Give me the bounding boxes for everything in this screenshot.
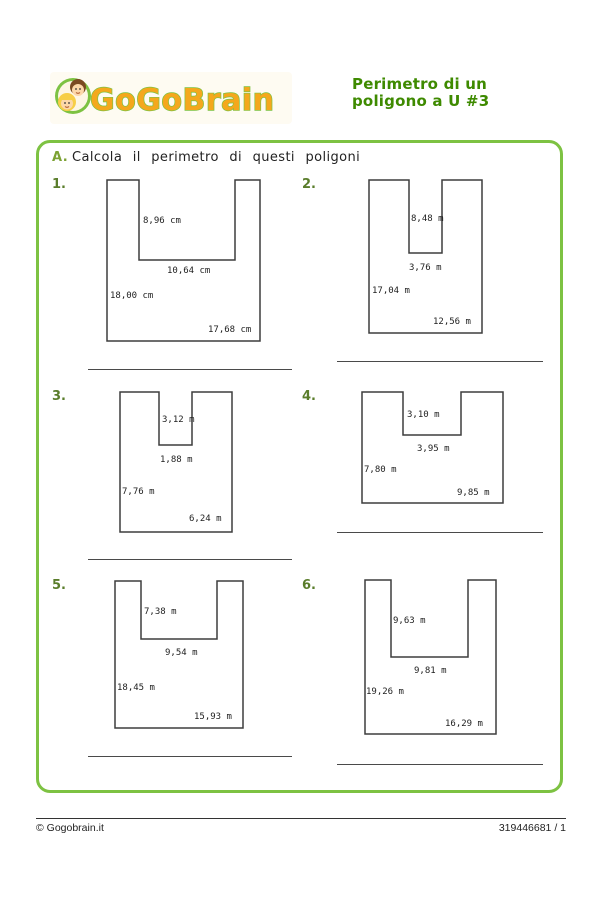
instruction: A.Calcola il perimetro di questi poligon…: [52, 150, 360, 165]
measurement-bottom: 9,85 m: [457, 488, 490, 498]
problem-number: 3.: [52, 389, 66, 404]
measurement-notch-side: 3,10 m: [407, 410, 440, 420]
measurement-bottom: 16,29 m: [445, 719, 483, 729]
measurement-bottom: 15,93 m: [194, 712, 232, 722]
measurement-left-side: 7,80 m: [364, 465, 397, 475]
logo-wordmark: GoGoBrain: [90, 83, 275, 118]
page-reference: 319446681 / 1: [498, 822, 566, 834]
problem-number: 4.: [302, 389, 316, 404]
u-shape-polygon: [119, 391, 233, 533]
measurement-notch-side: 8,48 m: [411, 214, 444, 224]
measurement-notch-bottom: 3,95 m: [417, 444, 450, 454]
measurement-notch-side: 8,96 cm: [143, 216, 181, 226]
measurement-left-side: 18,45 m: [117, 683, 155, 693]
answer-line: [88, 756, 292, 757]
worksheet-title: Perimetro di un poligono a U #3: [352, 76, 489, 110]
problem-number: 1.: [52, 177, 66, 192]
measurement-left-side: 19,26 m: [366, 687, 404, 697]
problem-number: 6.: [302, 578, 316, 593]
measurement-notch-bottom: 3,76 m: [409, 263, 442, 273]
answer-line: [337, 764, 543, 765]
worksheet-title-line1: Perimetro di un: [352, 75, 488, 93]
gogobrain-kids-icon: [55, 78, 91, 114]
measurement-notch-side: 3,12 m: [162, 415, 195, 425]
measurement-left-side: 18,00 cm: [110, 291, 154, 301]
measurement-left-side: 17,04 m: [372, 286, 410, 296]
measurement-bottom: 12,56 m: [433, 317, 471, 327]
answer-line: [337, 532, 543, 533]
instruction-label: A.: [52, 150, 69, 165]
measurement-notch-bottom: 1,88 m: [160, 455, 193, 465]
u-shape-polygon: [364, 579, 497, 735]
problem-number: 2.: [302, 177, 316, 192]
logo-text: GoGoBrain: [89, 82, 275, 118]
answer-line: [88, 369, 292, 370]
measurement-notch-side: 7,38 m: [144, 607, 177, 617]
measurement-bottom: 17,68 cm: [208, 325, 252, 335]
u-shape-polygon: [106, 179, 261, 342]
worksheet-title-line2: poligono a U #3: [352, 92, 490, 110]
copyright-text: © Gogobrain.it: [36, 822, 104, 834]
instruction-text: Calcola il perimetro di questi poligoni: [72, 150, 361, 165]
measurement-notch-bottom: 10,64 cm: [167, 266, 211, 276]
footer-divider: [36, 818, 566, 819]
problem-number: 5.: [52, 578, 66, 593]
answer-line: [337, 361, 543, 362]
measurement-notch-bottom: 9,54 m: [165, 648, 198, 658]
answer-line: [88, 559, 292, 560]
measurement-left-side: 7,76 m: [122, 487, 155, 497]
measurement-notch-bottom: 9,81 m: [414, 666, 447, 676]
u-shape-polygon: [361, 391, 504, 504]
measurement-notch-side: 9,63 m: [393, 616, 426, 626]
measurement-bottom: 6,24 m: [189, 514, 222, 524]
u-shape-polygon: [114, 580, 244, 729]
u-shape-polygon: [368, 179, 483, 334]
